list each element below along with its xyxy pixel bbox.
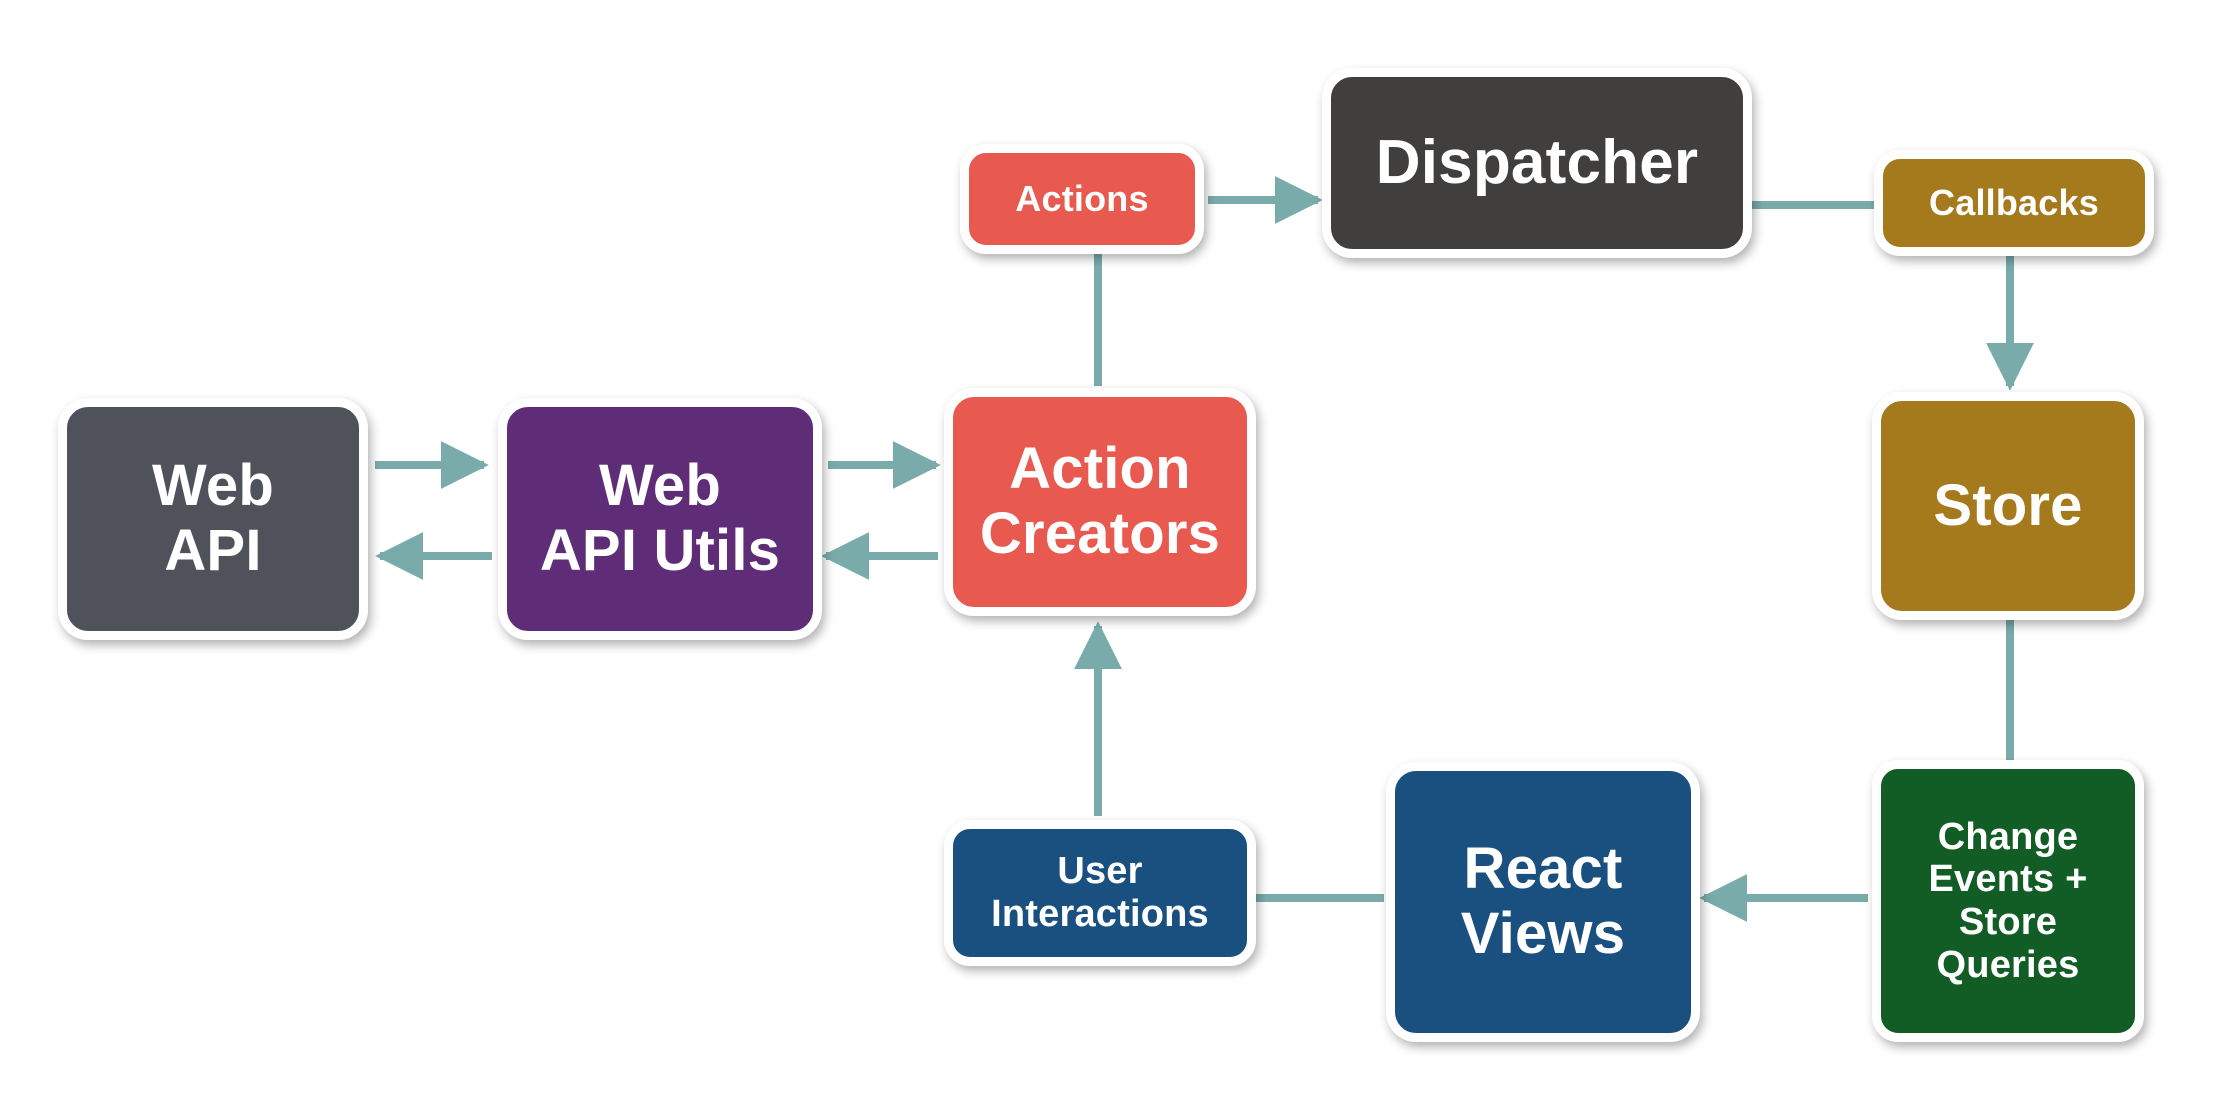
node-store-label: Store [1933,472,2083,538]
node-web-api-utils[interactable]: Web API Utils [498,398,822,640]
node-actions-label: Actions [1015,177,1149,219]
node-actions[interactable]: Actions [960,144,1204,254]
node-change-events-label: Change Events + Store Queries [1928,815,2088,986]
node-callbacks-label: Callbacks [1929,181,2099,223]
node-callbacks[interactable]: Callbacks [1874,150,2154,256]
node-action-creators-label: Action Creators [979,436,1221,566]
node-action-creators[interactable]: Action Creators [944,388,1256,616]
node-user-interactions[interactable]: User Interactions [944,820,1256,966]
node-web-api-label: Web API [152,453,274,583]
node-react-views-label: React Views [1460,836,1626,966]
node-react-views[interactable]: React Views [1386,762,1700,1042]
node-web-api-utils-label: Web API Utils [539,453,781,583]
node-dispatcher[interactable]: Dispatcher [1322,68,1752,258]
node-user-interactions-label: User Interactions [991,850,1209,935]
node-store[interactable]: Store [1872,392,2144,620]
node-change-events-store-queries[interactable]: Change Events + Store Queries [1872,760,2144,1042]
node-dispatcher-label: Dispatcher [1375,128,1699,198]
node-web-api[interactable]: Web API [58,398,368,640]
